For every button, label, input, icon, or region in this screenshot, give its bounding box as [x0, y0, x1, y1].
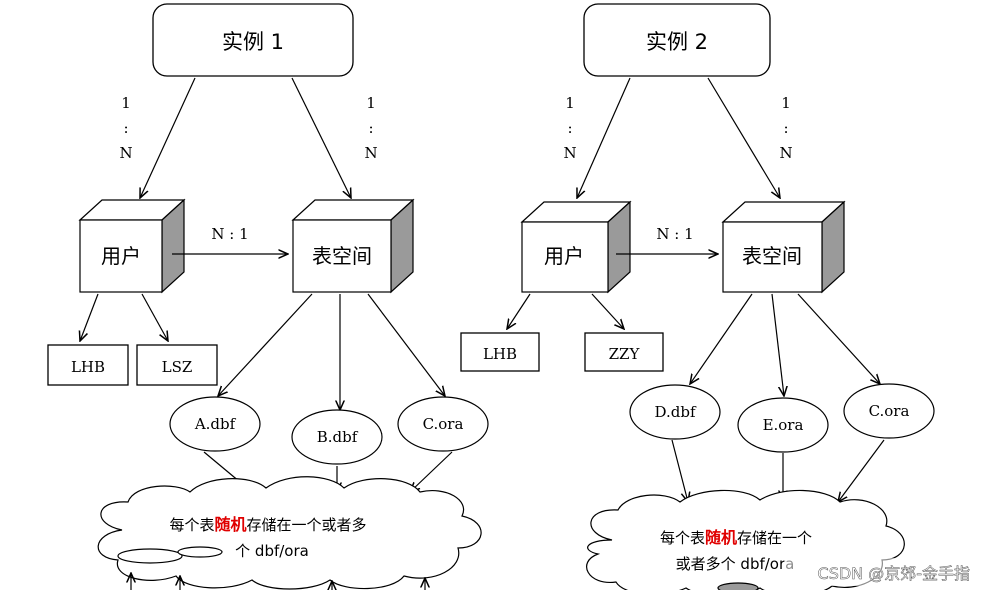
file-ellipse-e	[737, 397, 829, 453]
instance-label: 实例 2	[646, 30, 708, 54]
arrow-instance-to-tablespace	[707, 77, 780, 198]
arrow-instance-to-user	[140, 77, 196, 198]
user-box-lsz	[136, 344, 218, 386]
file-ellipse-d	[629, 384, 721, 440]
file-label: B.dbf	[317, 428, 359, 446]
instance-2-diagram: 实例 2 1:N 1:N 用户 表空间 N : 1 LHB ZZY	[460, 3, 935, 590]
instance-box	[583, 3, 771, 77]
arrow-to-user-zzy	[591, 293, 624, 329]
user-tablespace-ratio: N : 1	[211, 225, 248, 243]
instance-box	[152, 3, 354, 77]
cloud-text-line1: 每个表随机存储在一个或者多	[169, 515, 366, 534]
user-label: 用户	[544, 244, 584, 268]
tablespace-cube: 表空间	[721, 200, 846, 294]
user-box-lhb	[47, 344, 129, 386]
user-box-lhb	[460, 332, 540, 372]
ratio-label: 1:N	[779, 94, 792, 162]
cloud-text-line2: 个 dbf/ora	[235, 542, 309, 560]
user-name: ZZY	[609, 345, 641, 363]
watermark-text: CSDN @京郊-金手指	[818, 564, 970, 583]
file-label: E.ora	[763, 416, 804, 434]
ratio-label: 1:N	[563, 94, 576, 162]
watermark-backdrop	[784, 558, 982, 586]
instance-label: 实例 1	[222, 30, 284, 54]
arrow-to-user-lsz	[141, 293, 168, 341]
storage-cloud	[97, 476, 482, 590]
file-ellipse-b	[291, 409, 383, 465]
ratio-label: 1:N	[119, 94, 132, 162]
arrow-to-user-lhb	[507, 293, 531, 329]
arrow-to-user-lhb	[80, 293, 99, 341]
user-name: LHB	[71, 358, 105, 376]
file-ellipse-c	[843, 383, 935, 439]
instance-1-diagram: 实例 1 1:N 1:N 用户 表空间 N : 1	[47, 3, 489, 590]
user-box-zzy	[584, 332, 664, 372]
user-cube: 用户	[520, 200, 632, 294]
cloud-text-line2: 或者多个 dbf/ora	[676, 555, 795, 573]
file-label: A.dbf	[194, 415, 237, 433]
arrow-to-file-c	[797, 293, 880, 384]
file-label: C.ora	[423, 415, 464, 433]
file-ellipse-a	[169, 396, 261, 452]
file-label: C.ora	[869, 402, 910, 420]
tablespace-label: 表空间	[742, 244, 802, 268]
user-cube: 用户	[78, 198, 186, 294]
arrow-file-to-cloud	[838, 439, 885, 502]
arrow-to-file-d	[690, 293, 753, 384]
arrow-instance-to-user	[577, 77, 631, 198]
ratio-label: 1:N	[364, 94, 377, 162]
arrow-file-to-cloud	[671, 439, 688, 502]
tablespace-label: 表空间	[312, 244, 372, 268]
user-name: LSZ	[162, 358, 193, 376]
cloud-text-line1: 每个表随机存储在一个	[660, 528, 812, 547]
file-label: D.dbf	[654, 403, 696, 421]
file-ellipse-c	[397, 396, 489, 452]
arrow-to-file-c	[367, 293, 445, 396]
arrow-file-to-cloud	[410, 451, 453, 492]
user-label: 用户	[101, 244, 141, 268]
arrow-to-file-e	[771, 293, 784, 396]
user-name: LHB	[483, 345, 517, 363]
arrow-to-file-a	[218, 293, 313, 396]
tablespace-cube: 表空间	[291, 198, 415, 294]
arrow-instance-to-tablespace	[291, 77, 351, 198]
user-tablespace-ratio: N : 1	[656, 225, 693, 243]
